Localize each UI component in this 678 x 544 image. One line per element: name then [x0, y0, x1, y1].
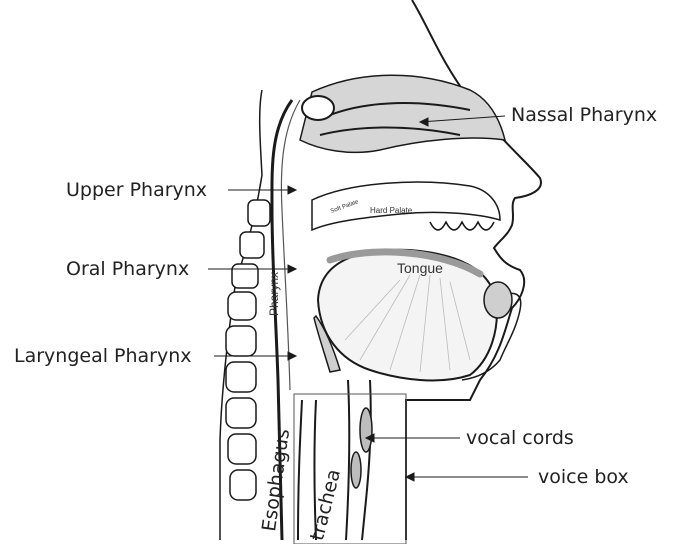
- label-vocal-cords: vocal cords: [466, 429, 574, 448]
- esophagus-tube: [298, 400, 302, 540]
- label-tongue: Tongue: [397, 261, 443, 275]
- pharyngeal-wall-inner: [281, 100, 300, 390]
- vocal-cords-shape: [360, 408, 372, 452]
- sinus: [302, 96, 334, 120]
- label-pharynx: Pharynx: [268, 272, 280, 316]
- upper-teeth: [430, 222, 494, 230]
- label-laryngeal-pharynx: Laryngeal Pharynx: [14, 347, 192, 366]
- spine: [226, 200, 270, 500]
- lower-lip: [484, 282, 512, 318]
- label-voice-box: voice box: [538, 468, 629, 487]
- label-hard-palate: Hard Palate: [370, 207, 412, 215]
- trachea-ring: [351, 452, 361, 488]
- label-oral-pharynx: Oral Pharynx: [66, 260, 189, 279]
- larynx-back: [346, 380, 349, 540]
- label-nasal-pharynx: Nassal Pharynx: [511, 106, 657, 125]
- larynx-front: [362, 380, 371, 540]
- label-upper-pharynx: Upper Pharynx: [66, 181, 207, 200]
